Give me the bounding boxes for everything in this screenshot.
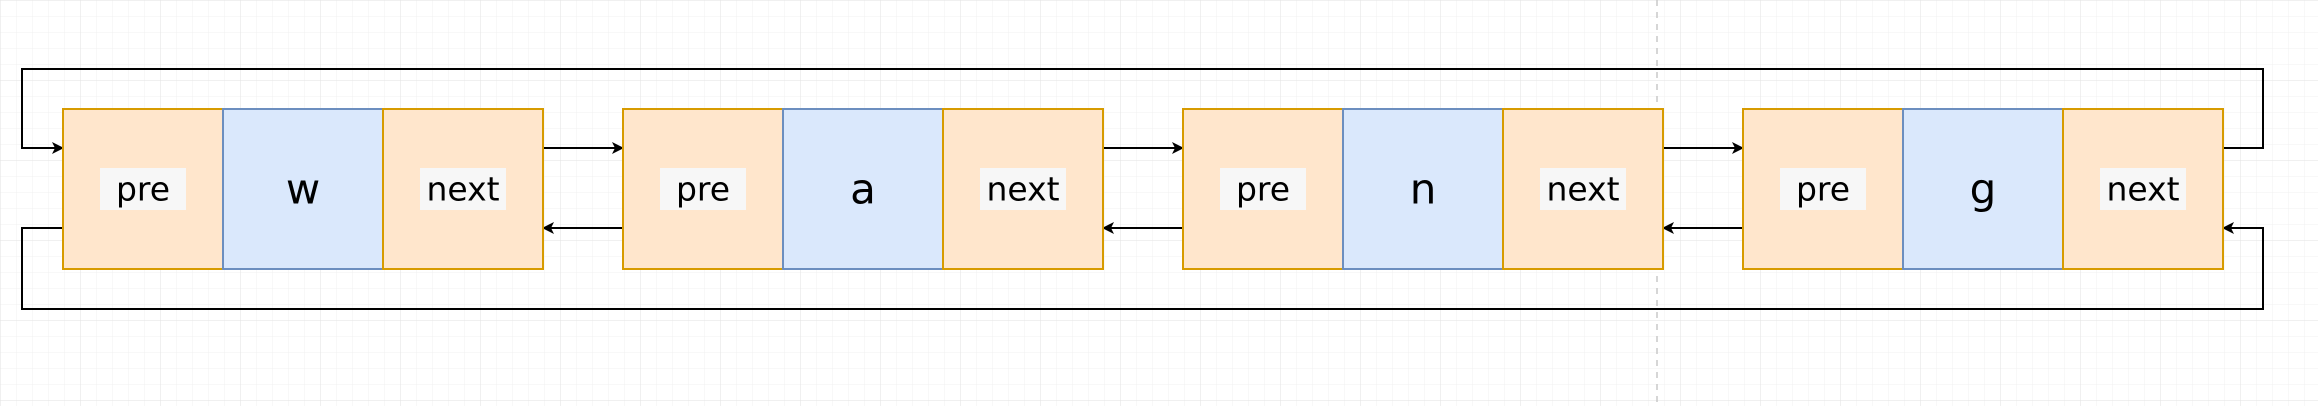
value-cell[interactable] [222, 108, 384, 270]
next-label: next [426, 170, 499, 209]
list-node-a[interactable]: pre a next [622, 108, 1104, 270]
pre-label: pre [116, 170, 170, 209]
pre-label-background [1220, 168, 1306, 210]
list-node-n[interactable]: pre n next [1182, 108, 1664, 270]
node-value: w [286, 165, 320, 214]
next-label-background [420, 168, 506, 210]
pre-label-background [1780, 168, 1866, 210]
next-label: next [986, 170, 1059, 209]
next-label-background [980, 168, 1066, 210]
value-cell[interactable] [1342, 108, 1504, 270]
next-label-background [1540, 168, 1626, 210]
list-node-w[interactable]: pre w next [62, 108, 544, 270]
node-value: a [850, 165, 876, 214]
circular-pre-arrow[interactable] [21, 222, 2264, 310]
pre-label-background [660, 168, 746, 210]
node-value: n [1410, 165, 1437, 214]
nodes-layer: pre w next pre a next pre n next pre g next [62, 108, 2224, 270]
list-node-g[interactable]: pre g next [1742, 108, 2224, 270]
next-label: next [1546, 170, 1619, 209]
node-value: g [1970, 165, 1997, 214]
next-label: next [2106, 170, 2179, 209]
pre-label: pre [1796, 170, 1850, 209]
next-label-background [2100, 168, 2186, 210]
value-cell[interactable] [782, 108, 944, 270]
pre-label-background [100, 168, 186, 210]
pre-label: pre [1236, 170, 1290, 209]
edges-layer [21, 68, 2264, 310]
circular-next-arrow[interactable] [21, 68, 2264, 154]
pre-label: pre [676, 170, 730, 209]
